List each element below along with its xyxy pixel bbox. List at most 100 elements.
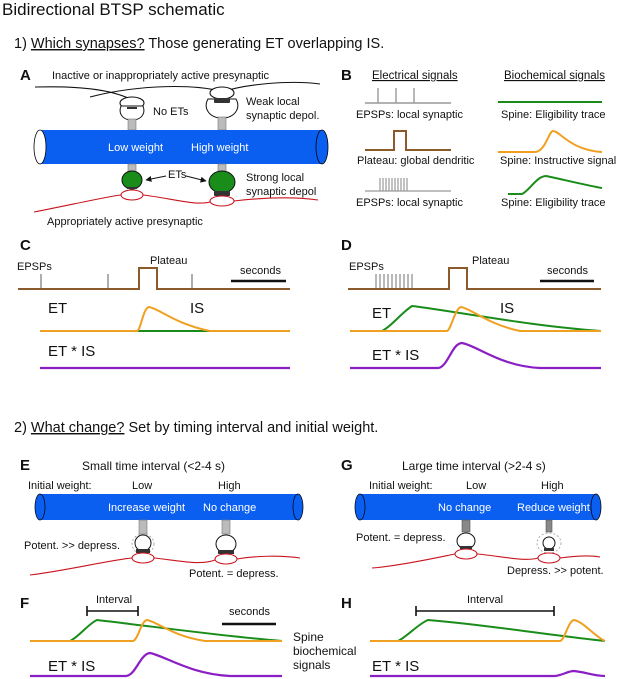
panel-e-initial-weight: Initial weight: xyxy=(28,480,92,492)
panel-f-is-trace xyxy=(30,618,282,642)
panel-c-plateau: Plateau xyxy=(150,255,187,267)
psd-low-bottom xyxy=(127,187,137,189)
panel-g-initial-weight: Initial weight: xyxy=(369,480,433,492)
g-presyn-high xyxy=(537,552,561,564)
axon-inactive-left xyxy=(34,86,133,101)
panel-c-epsps: EPSPs xyxy=(17,261,52,273)
e-spine-neck-high xyxy=(221,519,231,535)
panel-h-interval-bar xyxy=(415,606,555,616)
figure-title: Bidirectional BTSP schematic xyxy=(2,0,225,19)
panel-h-et-trace xyxy=(370,618,606,642)
panel-e-letter: E xyxy=(20,457,30,474)
panel-f-et-trace xyxy=(30,618,283,642)
panel-f-side-label-2: biochemical xyxy=(293,644,356,658)
presyn-active-right xyxy=(209,195,235,207)
panel-f-side-label-1: Spine xyxy=(293,630,324,644)
low-weight-label: Low weight xyxy=(108,142,163,154)
b-biochemical-label-3: Spine: Eligibility trace xyxy=(501,197,606,209)
panel-d-et: ET xyxy=(372,305,391,322)
panel-d-seconds: seconds xyxy=(547,265,588,277)
panel-f-product-label: ET * IS xyxy=(48,658,95,675)
strong-depol-label-1: Strong local xyxy=(246,172,304,184)
psd-high-bottom xyxy=(214,191,230,196)
dendrite-e-end-left xyxy=(34,493,46,521)
high-weight-label: High weight xyxy=(191,142,248,154)
e-spine-neck-low xyxy=(138,519,148,535)
psd-high-top xyxy=(214,98,230,103)
b-biochemical-label-1: Spine: Eligibility trace xyxy=(501,109,606,121)
b-biochemical-label-2: Spine: Instructive signal xyxy=(500,155,616,167)
panel-c-letter: C xyxy=(20,237,31,254)
panel-f-side-label-3: signals xyxy=(293,658,330,672)
no-ets-label: No ETs xyxy=(153,106,189,118)
g-axon xyxy=(371,553,601,569)
ets-label: ETs xyxy=(168,169,187,181)
panel-e-low: Low xyxy=(132,480,152,492)
panel-d-plateau-trace xyxy=(348,267,601,290)
panel-c-is: IS xyxy=(190,300,204,317)
g-spine-neck-high xyxy=(545,519,553,533)
panel-e-left-change: Increase weight xyxy=(108,502,185,514)
panel-e-right-rule: Potent. = depress. xyxy=(189,568,279,580)
g-spine-neck-low xyxy=(461,519,471,533)
g-psd-low xyxy=(460,546,472,549)
biochemical-header: Biochemical signals xyxy=(504,70,605,82)
b-electrical-label-3: EPSPs: local synaptic xyxy=(356,197,463,209)
panel-f-interval-bar xyxy=(86,606,139,616)
panel-h-product-label: ET * IS xyxy=(372,658,419,675)
panel-h-letter: H xyxy=(341,595,352,612)
panel-c-is-trace xyxy=(40,305,290,332)
panel-d-is-trace xyxy=(350,305,601,332)
panel-d-plateau: Plateau xyxy=(472,255,509,267)
spine-head-high-bottom-green xyxy=(208,170,236,194)
dendrite-a-end-left xyxy=(33,129,47,165)
dendrite-g xyxy=(360,494,596,520)
panel-g-right-change: Reduce weight xyxy=(517,502,590,514)
e-presyn-high xyxy=(214,553,238,565)
ets-arrow-right xyxy=(185,175,207,183)
axon-inactive-right xyxy=(89,81,321,98)
e-axon xyxy=(29,555,301,576)
dendrite-a xyxy=(40,130,322,164)
b-et-trace-3 xyxy=(508,174,603,195)
section2-heading: 2) What change? Set by timing interval a… xyxy=(14,420,378,436)
panel-d-epsp-ticks xyxy=(375,274,413,289)
panel-g-left-change: No change xyxy=(438,502,491,514)
panel-g-letter: G xyxy=(341,457,353,474)
panel-a-top-label: Inactive or inappropriately active presy… xyxy=(52,70,270,82)
b-electrical-label-1: EPSPs: local synaptic xyxy=(356,109,463,121)
panel-b-letter: B xyxy=(341,67,352,84)
weak-depol-label-1: Weak local xyxy=(246,96,300,108)
g-psd-high xyxy=(544,548,554,551)
panel-d-letter: D xyxy=(341,237,352,254)
spine-head-low-bottom-green xyxy=(121,170,143,190)
panel-e-high: High xyxy=(218,480,241,492)
panel-d-et-trace xyxy=(350,304,602,332)
panel-g-low: Low xyxy=(466,480,486,492)
strong-depol-label-2: synaptic depol xyxy=(246,186,316,198)
panel-g-left-rule: Potent. = depress. xyxy=(356,532,446,544)
e-psd-low xyxy=(136,549,150,553)
panel-c-plateau-trace xyxy=(18,267,290,290)
panel-d-epsps: EPSPs xyxy=(349,261,384,273)
panel-h-product-trace xyxy=(370,669,606,678)
panel-a-letter: A xyxy=(20,67,31,84)
presyn-terminal-right xyxy=(209,86,235,100)
dendrite-g-end-left xyxy=(354,493,366,521)
panel-f-seconds: seconds xyxy=(229,606,270,618)
panel-g-title: Large time interval (>2-4 s) xyxy=(402,459,546,473)
panel-d-product-label: ET * IS xyxy=(372,347,419,364)
panel-e-right-change: No change xyxy=(203,502,256,514)
dendrite-e xyxy=(40,494,298,520)
e-spine-head-low xyxy=(134,534,152,552)
panel-f-letter: F xyxy=(20,595,29,612)
axon-active xyxy=(33,194,319,213)
e-psd-high xyxy=(218,550,234,554)
electrical-header: Electrical signals xyxy=(372,70,458,82)
panel-a-bottom-label: Appropriately active presynaptic xyxy=(47,216,203,228)
panel-c-product-label: ET * IS xyxy=(48,343,95,360)
section1-heading: 1) Which synapses? Those generating ET o… xyxy=(14,36,384,52)
panel-c-epsp-ticks xyxy=(40,274,193,289)
panel-h-interval: Interval xyxy=(467,594,503,606)
